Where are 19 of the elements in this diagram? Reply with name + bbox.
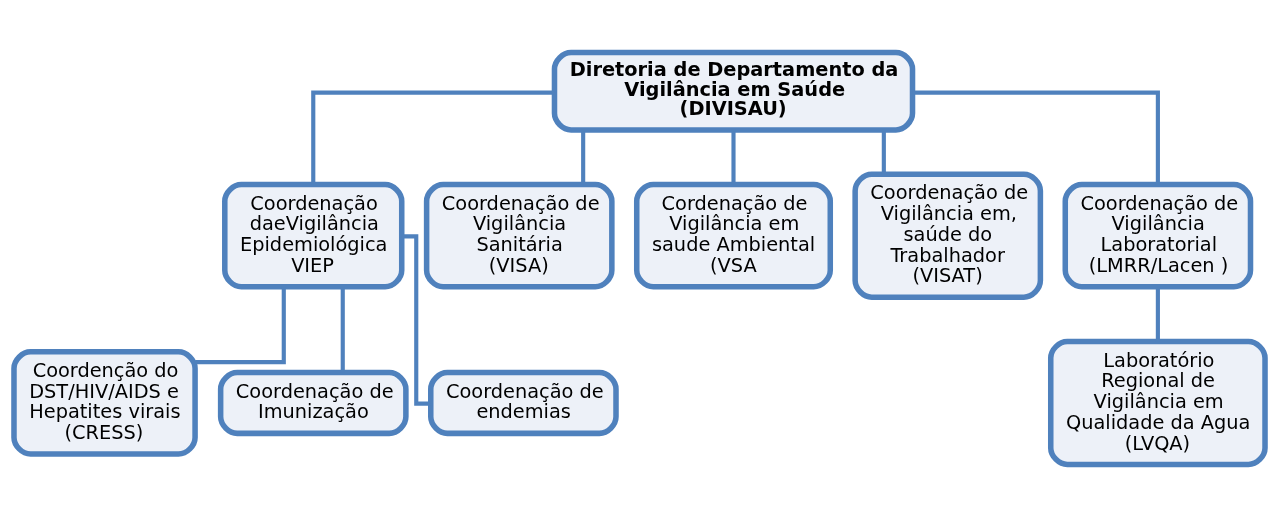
node-box: Laboratório Regional de Vigilância em Qualidade da Agua (LVQA) [1048,338,1268,468]
connector [912,90,1160,185]
node-box: Coordenação daeVigilância Epidemiológica VIEP [222,181,405,290]
node-box: Coordenação de Imunização [217,369,409,437]
node-box: Coordenação de Vigilância Sanitária (VISA) [423,181,615,290]
connector [881,129,886,174]
node-box: Coordenação de Vigilância Laboratorial (LMRR/Lacen ) [1062,181,1254,290]
connector [401,234,431,406]
connector [731,129,736,185]
node-box: Coordenação de Vigilância em, saúde do Trabalhador (VISAT) [852,171,1044,300]
connector [311,90,555,185]
node-box: Coordenção do DST/HIV/AIDS e Hepatites virais (CRESS) [11,349,198,457]
connector [1155,287,1160,342]
connector [340,287,345,373]
node-box: Coordenação de endemias [428,369,619,437]
node-box: Diretoria de Departamento da Vigilância em Saúde (DIVISAU) [551,49,916,133]
connector [195,287,286,365]
connector [581,129,586,185]
node-box: Cordenação de Vigilância em saude Ambiental (VSA [633,181,834,290]
